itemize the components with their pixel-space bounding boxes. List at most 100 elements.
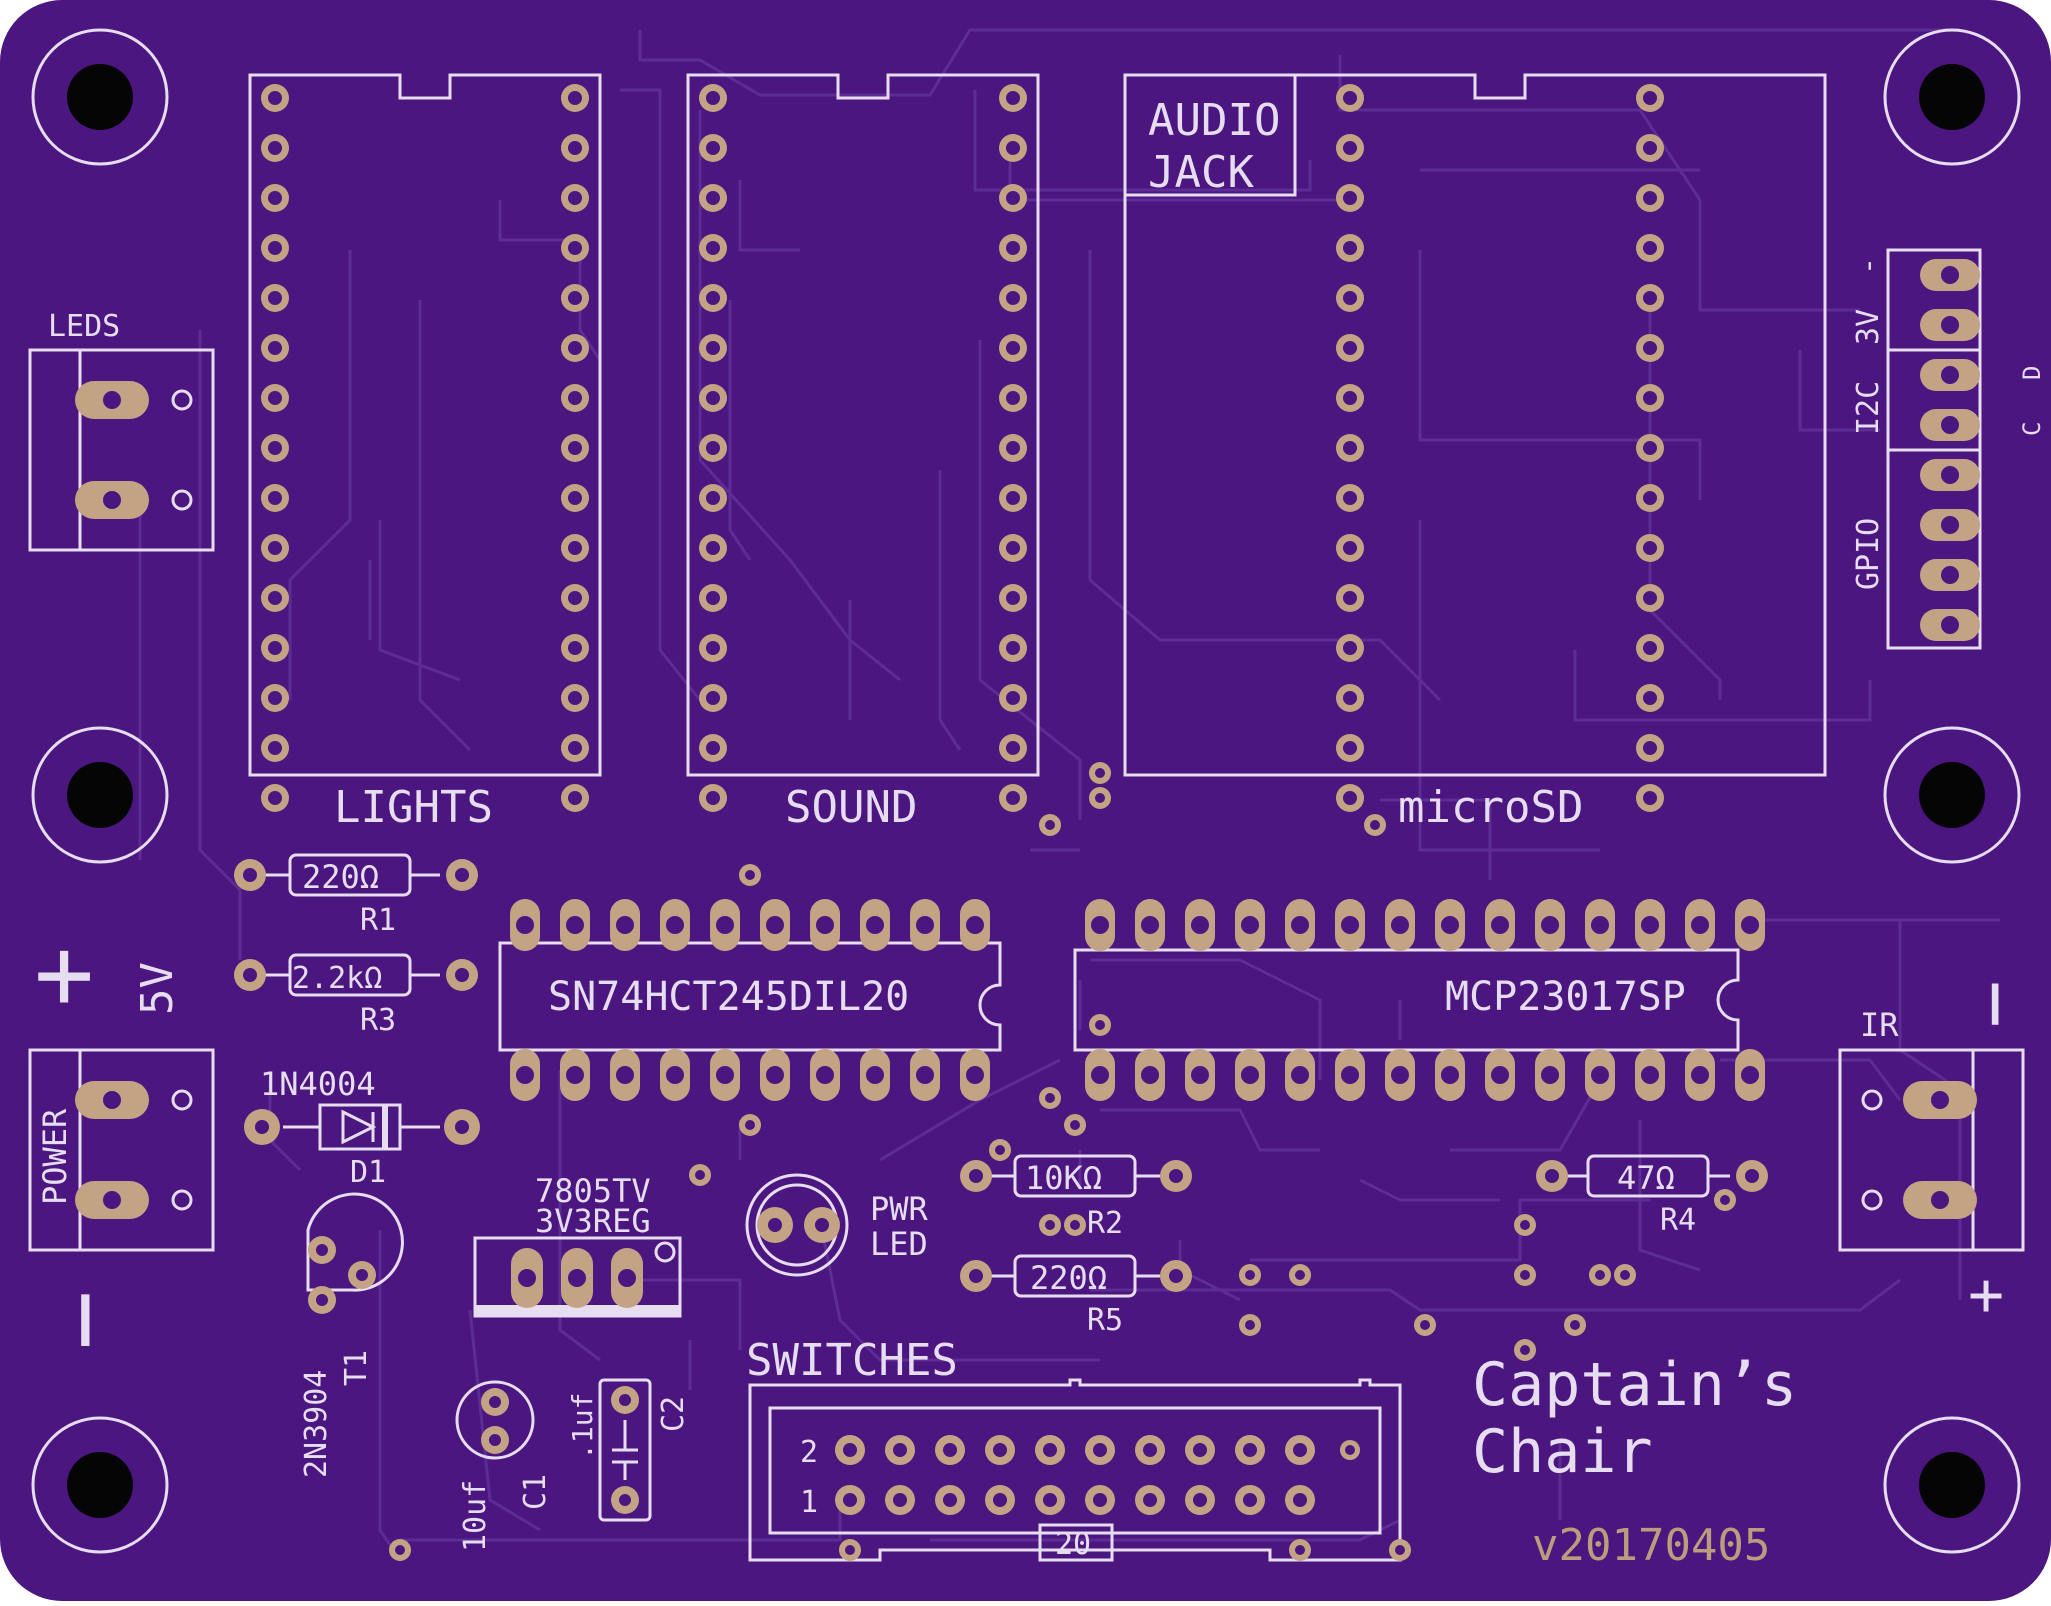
oval-pad [860,1049,890,1101]
round-pad [244,1109,280,1145]
header-3v-label: 3V [1851,309,1886,345]
oval-pad [1385,899,1415,951]
r3-value-label: 2.2kΩ [292,961,382,996]
oval-pad [1585,1049,1615,1101]
oval-pad [75,1081,149,1119]
microsd-label: microSD [1398,782,1583,833]
round-pad [1636,84,1664,112]
c1-value-label: 10uf [458,1480,493,1552]
round-pad [839,1539,861,1561]
leds-label: LEDS [48,309,120,344]
oval-pad [860,899,890,951]
power-terminal-outline [28,1048,215,1252]
oval-pad [1085,1049,1115,1101]
round-pad [1336,84,1364,112]
round-pad [261,334,289,362]
oval-pad [1920,559,1980,591]
round-pad [885,1485,915,1515]
round-pad [835,1485,865,1515]
oval-pad [1903,1181,1977,1219]
oval-pad [660,1049,690,1101]
audio-jack-label-line2: JACK [1148,147,1254,198]
round-pad [699,234,727,262]
round-pad [1336,134,1364,162]
round-pad [261,184,289,212]
oval-pad [1435,899,1465,951]
mounting-hole [31,726,169,864]
oval-pad [1235,1049,1265,1101]
round-pad [1039,814,1061,836]
mounting-hole [31,1416,169,1554]
oval-pad [1385,1049,1415,1101]
oval-pad [1685,1049,1715,1101]
r4-value-label: 47Ω [1617,1159,1675,1197]
round-pad [261,734,289,762]
round-pad [699,784,727,812]
round-pad [885,1435,915,1465]
oval-pad [960,1049,990,1101]
round-pad [261,284,289,312]
round-pad [1135,1485,1165,1515]
oval-pad [710,899,740,951]
mounting-holes [31,28,2021,1554]
oval-pad [560,899,590,951]
mounting-hole [1883,28,2021,166]
oval-pad [1185,1049,1215,1101]
round-pad [1636,684,1664,712]
minus-left-symbol: − [30,1290,147,1350]
round-pad [1089,1014,1111,1036]
round-pad [1039,1087,1061,1109]
c1-ref-label: C1 [518,1474,553,1510]
round-pad [611,1386,639,1414]
round-pad [699,84,727,112]
r2-value-label: 10KΩ [1025,1159,1102,1197]
round-pad [699,384,727,412]
diode-part-label: 1N4004 [260,1065,376,1103]
r4-ref-label: R4 [1660,1203,1696,1238]
oval-pad [1235,899,1265,951]
round-pad [960,1160,992,1192]
r1-value-label: 220Ω [302,858,379,896]
round-pad [999,584,1027,612]
oval-pad [960,899,990,951]
round-pad [1039,1214,1061,1236]
round-pad [999,684,1027,712]
round-pad [1064,1114,1086,1136]
round-pad [1414,1314,1436,1336]
oval-pad [610,1049,640,1101]
round-pad [1235,1485,1265,1515]
round-pad [1340,1440,1360,1460]
round-pad [699,484,727,512]
round-pad [561,134,589,162]
round-pad [261,384,289,412]
round-pad [1336,734,1364,762]
oval-pad [75,481,149,519]
oval-pad [1135,899,1165,951]
board-version-label: v20170405 [1532,1520,1770,1571]
oval-pad [1335,1049,1365,1101]
oval-pad [1920,359,1980,391]
header-i2c-label: I2C [1851,381,1886,435]
oval-pad [1485,899,1515,951]
round-pad [739,1114,761,1136]
board-title-line2: Chair [1472,1417,1653,1487]
oval-pad [810,1049,840,1101]
round-pad [935,1485,965,1515]
round-pad [561,584,589,612]
oval-pad [510,1049,540,1101]
five-volt-label: 5V [132,962,183,1015]
round-pad [835,1435,865,1465]
round-pad [1336,384,1364,412]
round-pad [1035,1485,1065,1515]
lights-socket-outline [248,73,602,777]
lights-label: LIGHTS [334,782,493,833]
round-pad [1636,334,1664,362]
c2-value-label: .1uf [566,1393,599,1460]
round-pad [1514,1264,1536,1286]
oval-pad [510,899,540,951]
round-pad [561,84,589,112]
regulator-pad [511,1248,543,1308]
round-pad [1714,1189,1736,1211]
round-pad [699,534,727,562]
